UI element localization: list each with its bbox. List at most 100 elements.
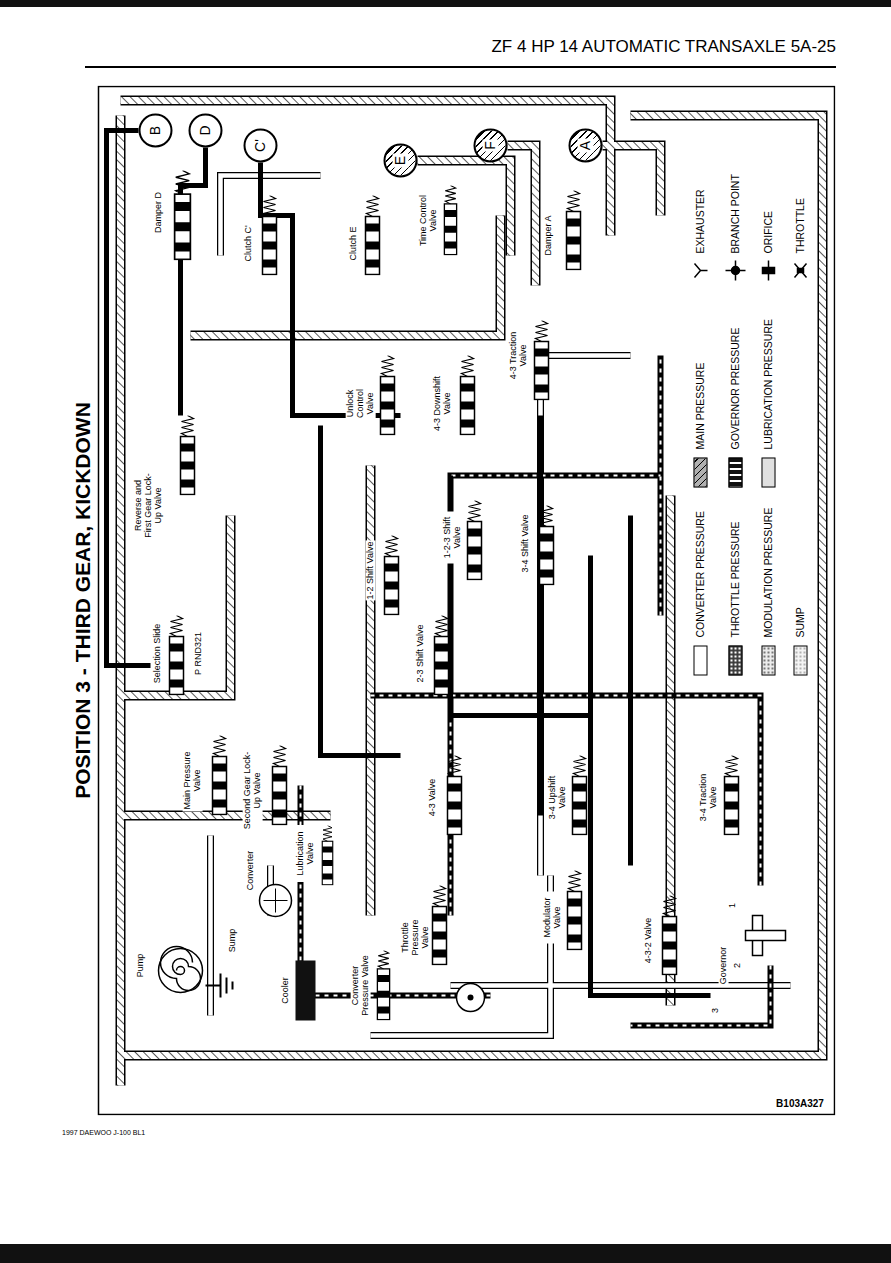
diagram-title: POSITION 3 - THIRD GEAR, KICKDOWN: [70, 402, 93, 799]
rotated-diagram: POSITION 3 - THIRD GEAR, KICKDOWNBDC'EFA…: [70, 85, 835, 1115]
valve-body: [460, 355, 474, 434]
throttle-pressure-line: [300, 355, 770, 1025]
legend-text: GOVERNOR PRESSURE: [729, 327, 741, 449]
converter-symbol: [263, 888, 287, 912]
part-label: Selection Slide: [152, 622, 162, 684]
legend-swatch: [761, 645, 775, 675]
legend-text: LUBRICATION PRESSURE: [762, 319, 774, 450]
legend-text: MODULATION PRESSURE: [762, 507, 774, 637]
governor-symbol: [745, 930, 785, 940]
part-label: Converter: [245, 849, 255, 891]
page-frame: [0, 0, 891, 7]
governor-pressure-line: [538, 415, 543, 815]
page-frame: [0, 1244, 891, 1263]
valve-body: [384, 535, 398, 614]
valve-body: [380, 355, 394, 434]
part-label: 2: [732, 961, 742, 968]
part-label: Second Gear Lock-Up Valve: [242, 749, 262, 831]
governor-pressure-line: [590, 555, 710, 995]
legend-text: EXHAUSTER: [694, 189, 706, 253]
valve-body: [169, 615, 183, 694]
valve-body: [662, 895, 676, 974]
legend-text: BRANCH POINT: [729, 174, 741, 253]
valve-body: [212, 735, 226, 814]
part-label: 1: [727, 901, 737, 908]
legend-text: THROTTLE PRESSURE: [729, 521, 741, 637]
valve-body: [567, 870, 581, 949]
part-label: 2-3 Shift Valve: [415, 623, 425, 683]
legend-symbol: [794, 263, 806, 277]
main-pressure-line: [120, 100, 822, 1085]
governor-pressure-line: [106, 130, 710, 995]
throttle-pressure-line: [300, 355, 770, 1025]
part-label: Reverse and First Gear Lock-Up Valve: [133, 469, 163, 541]
part-label: P RND321: [193, 631, 203, 676]
valve-body: [169, 170, 738, 1019]
element-circle: D: [188, 113, 222, 147]
page-header: ZF 4 HP 14 AUTOMATIC TRANSAXLE 5A-25: [491, 38, 836, 57]
part-label: 3-4 Upshift Valve: [547, 771, 567, 823]
legend-text: SUMP: [794, 607, 806, 637]
part-label: 4-3 Traction Valve: [508, 329, 528, 381]
governor-pressure-line: [180, 147, 205, 415]
diagram-frame: [98, 86, 834, 1114]
converter-symbol: [259, 884, 291, 916]
governor-pressure-line: [320, 425, 400, 755]
valve-body: [566, 190, 580, 269]
part-label: Throttle Pressure Valve: [400, 906, 430, 968]
legend-symbol: [762, 267, 774, 273]
legend-swatch: [761, 457, 775, 487]
valve-body: [572, 755, 586, 834]
element-letter: C': [252, 137, 267, 154]
part-label: Cooler: [280, 976, 290, 1005]
pump-symbol: [158, 946, 202, 992]
valve-body: [365, 195, 379, 274]
page-code: B103A327: [776, 1098, 824, 1109]
part-label: 3-4 Traction Valve: [698, 769, 718, 826]
part-label: Clutch C': [243, 224, 253, 262]
element-circle: C': [243, 128, 277, 162]
legend-text: CONVERTER PRESSURE: [694, 511, 706, 637]
valve-body: [534, 320, 548, 399]
valve-body: [467, 500, 481, 579]
valve-body: [377, 950, 389, 1019]
modulation-line: [210, 175, 790, 1035]
part-label: 4-3 Downshift Valve: [432, 372, 452, 434]
throttle-cam: [456, 983, 484, 1011]
valve-body: [444, 185, 456, 254]
legend-swatch: [728, 645, 742, 675]
valve-body: [539, 505, 553, 584]
part-label: Converter Pressure Valve: [350, 949, 370, 1021]
part-label: Main Pressure Valve: [182, 749, 202, 811]
pump-symbol: [158, 948, 202, 992]
valve-body: [432, 885, 446, 964]
governor-pressure-line: [628, 515, 633, 865]
sump-symbol: [205, 973, 232, 997]
element-letter: E: [392, 153, 407, 166]
part-label: Clutch E: [348, 225, 358, 261]
element-circle: B: [138, 113, 172, 147]
legend-swatch: [728, 457, 742, 487]
legend-symbol: [797, 268, 803, 272]
valve-body: [174, 170, 190, 259]
part-label: 1-2 Shift Valve: [365, 540, 375, 600]
cooler-symbol: [295, 960, 315, 1020]
throttle-cam: [467, 994, 473, 1000]
governor-symbol: [745, 915, 785, 955]
element-letter: B: [147, 123, 162, 136]
pump-symbol: [160, 946, 200, 990]
element-letter: D: [197, 123, 212, 137]
part-label: Unlock Control Valve: [345, 377, 375, 429]
part-label: Modulator Valve: [542, 891, 562, 943]
legend-swatch: [693, 645, 707, 675]
part-label: Damper D: [153, 190, 163, 233]
sump-symbol: [205, 973, 232, 997]
part-label: Governor: [718, 945, 728, 985]
part-label: 4-3 Valve: [427, 777, 437, 816]
legend-text: ORIFICE: [762, 210, 774, 253]
part-label: Time Control Valve: [418, 188, 438, 252]
part-label: Pump: [135, 952, 145, 978]
converter-symbol: [259, 884, 291, 916]
main-pressure-line: [120, 100, 822, 1085]
part-label: Damper A: [543, 214, 553, 256]
